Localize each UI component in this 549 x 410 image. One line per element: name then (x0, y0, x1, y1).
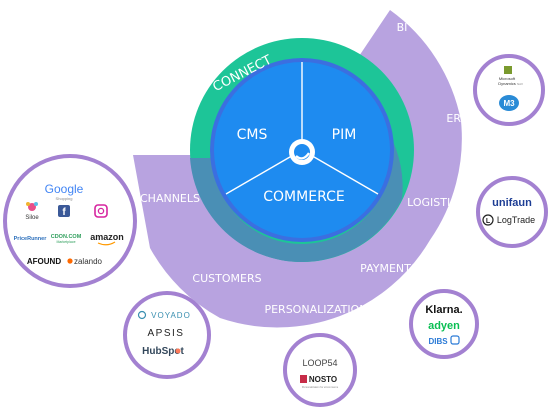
svg-text:L: L (486, 218, 491, 225)
erp-logo-circle: Microsoft Dynamics NAV M3 (473, 54, 545, 126)
nosto-icon (300, 375, 307, 383)
google-logo: Google (45, 182, 84, 196)
voyado-icon (137, 310, 147, 320)
erp-label: ERP (446, 112, 468, 125)
loop54-logo: LOOP54 (302, 358, 337, 368)
core-divider-left (225, 149, 303, 195)
nosto-logo: NOSTO (309, 375, 337, 384)
channels-logo-circle: Google Shopping Siloe f PriceRunner CDON… (3, 154, 137, 288)
dynamics-icon (504, 66, 512, 74)
bi-label: BI (397, 21, 408, 34)
m3-logo: M3 (503, 99, 515, 108)
logtrade-icon (482, 214, 494, 226)
dibs-logo: DIBS (428, 337, 448, 346)
siloe-logo: Siloe (25, 215, 39, 221)
core-divider-right (301, 149, 379, 195)
nosto-sub: Personalization for eCommerce (302, 385, 339, 389)
dynamics-sub: NAV (517, 82, 523, 86)
customers-logo-circle: VOYADO APSIS HubSpot (123, 291, 211, 379)
afound-logo: AFOUND (27, 257, 61, 266)
apsis-logo: APSIS (148, 328, 185, 339)
hubspot-icon (175, 348, 181, 354)
channels-label: CHANNELS (140, 192, 200, 205)
siloe-icon (28, 203, 36, 211)
google-shopping-sub: Shopping (56, 196, 73, 201)
adyen-logo: adyen (428, 320, 460, 332)
microsoft-label: Microsoft (499, 76, 516, 81)
cms-label: CMS (237, 127, 268, 143)
amazon-logo: amazon (90, 232, 124, 242)
customers-label: CUSTOMERS (192, 272, 261, 285)
svg-text:f: f (62, 207, 66, 218)
personalization-logo-circle: LOOP54 NOSTO Personalization for eCommer… (283, 333, 357, 407)
klarna-logo: Klarna. (425, 304, 462, 316)
logistics-label: LOGISTICS (407, 196, 465, 209)
payments-label: PAYMENTS (360, 262, 418, 275)
unifaun-logo: unifaun (492, 197, 532, 209)
cdon-logo: CDON.COM (51, 234, 82, 240)
instagram-icon (94, 204, 108, 218)
commerce-label: COMMERCE (263, 189, 344, 205)
center-logo-swoosh (295, 152, 310, 160)
zalando-icon (67, 258, 73, 264)
zalando-logo: zalando (74, 257, 103, 266)
personalization-label: PERSONALIZATION (264, 303, 367, 316)
hubspot-logo: HubSpot (142, 346, 184, 357)
facebook-icon (58, 205, 70, 217)
m3-badge (499, 95, 519, 111)
cdon-sub: Marketplace (56, 240, 75, 244)
payments-logo-circle: Klarna. adyen DIBS (409, 289, 479, 359)
logtrade-logo: LogTrade (497, 215, 535, 225)
dynamics-label: Dynamics (498, 81, 516, 86)
dibs-icon (450, 335, 460, 345)
pim-label: PIM (332, 127, 357, 143)
logistics-logo-circle: unifaun L LogTrade (476, 176, 548, 248)
pricerunner-logo: PriceRunner (14, 236, 48, 242)
voyado-logo: VOYADO (151, 311, 191, 320)
